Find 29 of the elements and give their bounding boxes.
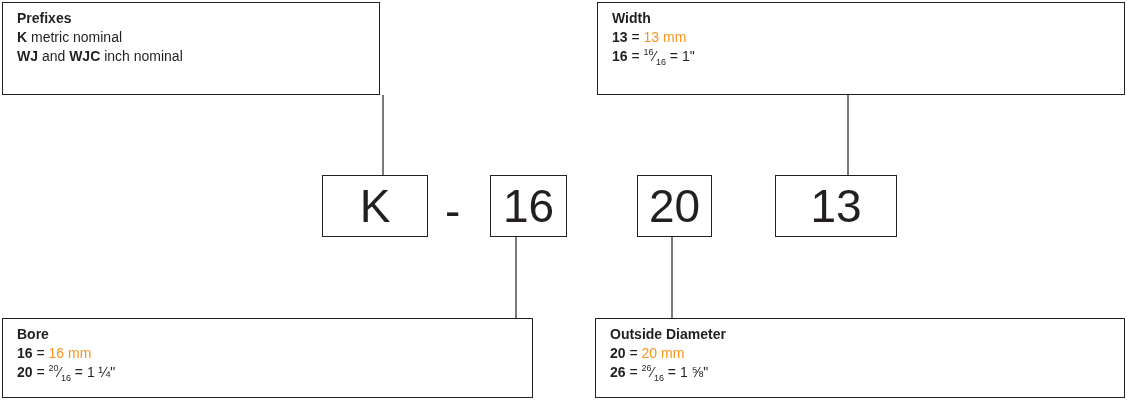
leader-line [847, 94, 849, 176]
description-box [2, 318, 533, 398]
value-line: WJ and WJC inch nominal [17, 47, 183, 66]
value-line: 13 = 13 mm [612, 28, 687, 47]
value-line: 16 = 16 mm [17, 344, 92, 363]
description-box [597, 2, 1125, 95]
value-line: 20 = 20 mm [610, 344, 685, 363]
code-box [775, 175, 897, 237]
box-heading: Prefixes [17, 9, 72, 28]
code-letter: K [359, 183, 391, 229]
leader-line [515, 236, 517, 319]
code-letter: 13 [810, 183, 862, 229]
code-box [322, 175, 428, 237]
code-letter: 16 [502, 183, 555, 229]
box-heading: Width [612, 9, 651, 28]
value-line: 26 = $^{26}$⁄$_{16}$ = 1 ⅝" [610, 363, 709, 382]
description-box [595, 318, 1125, 398]
separator-dash: - [445, 188, 461, 234]
leader-line [382, 94, 384, 176]
code-box [637, 175, 712, 237]
box-heading: Bore [17, 325, 49, 344]
description-box [2, 2, 380, 95]
code-box [490, 175, 567, 237]
value-line: K metric nominal [17, 28, 123, 47]
leader-line [671, 236, 673, 319]
code-letter: 20 [648, 183, 701, 229]
value-line: 16 = $^{16}$⁄$_{16}$ = 1" [612, 47, 695, 66]
box-heading: Outside Diameter [610, 325, 726, 344]
value-line: 20 = $^{20}$⁄$_{16}$ = 1 ¼" [17, 363, 116, 382]
